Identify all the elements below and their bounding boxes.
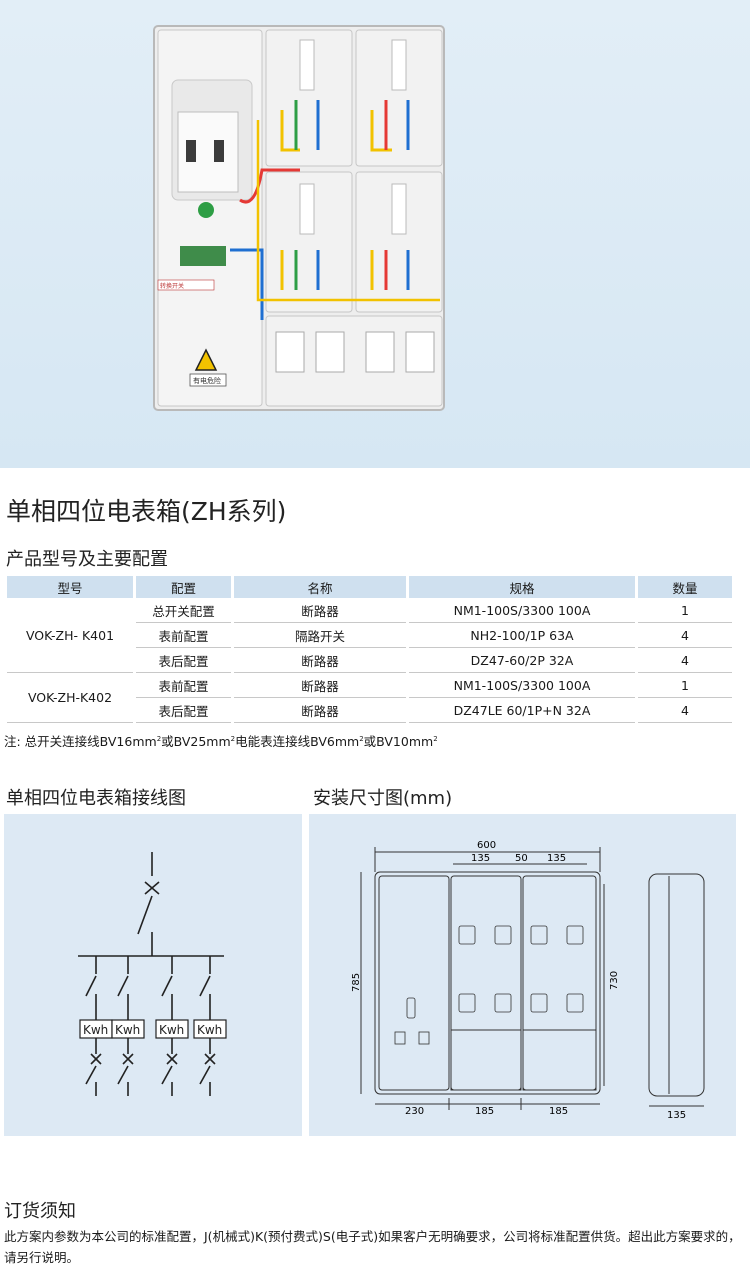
danger-sign: 有电危险 [193, 376, 221, 385]
ordering-text: 此方案内参数为本公司的标准配置，J(机械式)K(预付费式)S(电子式)如果客户无… [4, 1229, 741, 1265]
config-table: 型号 配置 名称 规格 数量 VOK-ZH- K401 总开关配置 断路器 NM… [4, 576, 735, 723]
dimension-drawing: 600 135 50 135 785 730 230 185 185 135 [351, 840, 705, 1121]
config-note: 注: 总开关连接线BV16mm2或BV25mm2电能表连接线BV6mm2或BV1… [4, 734, 438, 749]
qty-cell: 4 [638, 648, 732, 673]
dim-top-b: 135 [547, 853, 566, 864]
header-qty: 数量 [638, 576, 732, 598]
model-cell: VOK-ZH- K401 [7, 598, 133, 673]
config-cell: 总开关配置 [136, 598, 231, 623]
dimension-panel: 600 135 50 135 785 730 230 185 185 135 [309, 814, 736, 1136]
table-row: VOK-ZH- K401 总开关配置 断路器 NM1-100S/3300 100… [7, 598, 732, 673]
table-row: 表后配置 断路器 DZ47LE 60/1P+N 32A 4 [7, 698, 732, 723]
spec-cell: DZ47-60/2P 32A [409, 648, 635, 673]
wiring-panel: Kwh Kwh Kwh Kwh [4, 814, 302, 1136]
header-name: 名称 [234, 576, 406, 598]
dim-top-a: 135 [471, 853, 490, 864]
name-cell: 断路器 [234, 598, 406, 623]
table-row: VOK-ZH-K402 表前配置 断路器 NM1-100S/3300 100A … [7, 673, 732, 723]
meter-box [111, 1019, 145, 1039]
product-photo-background: 转换开关 有电危险 [0, 0, 750, 468]
table-row: 表前配置 隔路开关 NH2-100/1P 63A 4 [7, 623, 732, 648]
qty-cell: 1 [638, 673, 732, 698]
dim-top-gap: 50 [515, 853, 528, 864]
meter-label: Kwh [115, 1023, 140, 1037]
header-config: 配置 [136, 576, 231, 598]
meter-label: Kwh [159, 1023, 184, 1037]
config-cell: 表后配置 [136, 648, 231, 673]
qty-cell: 1 [638, 598, 732, 623]
config-cell: 表前配置 [136, 623, 231, 648]
qty-cell: 4 [638, 623, 732, 648]
name-cell: 断路器 [234, 698, 406, 723]
name-cell: 断路器 [234, 648, 406, 673]
meter-box [193, 1019, 227, 1039]
spec-cell: DZ47LE 60/1P+N 32A [409, 698, 635, 723]
wiring-diagram: Kwh Kwh Kwh Kwh [78, 852, 227, 1096]
wiring-heading: 单相四位电表箱接线图 [6, 788, 186, 809]
meter-label: Kwh [83, 1023, 108, 1037]
name-cell: 断路器 [234, 673, 406, 698]
dim-height-right: 730 [609, 971, 620, 990]
dim-bottom-c: 185 [549, 1106, 568, 1117]
header-spec: 规格 [409, 576, 635, 598]
name-cell: 隔路开关 [234, 623, 406, 648]
dim-depth: 135 [667, 1110, 686, 1121]
ordering-heading: 订货须知 [4, 1201, 76, 1222]
spec-cell: NM1-100S/3300 100A [409, 598, 635, 623]
config-cell: 表前配置 [136, 673, 231, 698]
config-heading: 产品型号及主要配置 [6, 549, 168, 570]
model-cell: VOK-ZH-K402 [7, 673, 133, 723]
meter-box-photo: 转换开关 有电危险 [153, 25, 445, 411]
dim-bottom-b: 185 [475, 1106, 494, 1117]
spec-cell: NM1-100S/3300 100A [409, 673, 635, 698]
table-row: 表后配置 断路器 DZ47-60/2P 32A 4 [7, 648, 732, 673]
spec-cell: NH2-100/1P 63A [409, 623, 635, 648]
page-title: 单相四位电表箱(ZH系列) [6, 497, 287, 526]
config-cell: 表后配置 [136, 698, 231, 723]
dim-height-left: 785 [351, 973, 362, 992]
header-model: 型号 [7, 576, 133, 598]
meter-box [155, 1019, 189, 1039]
dim-total-width: 600 [477, 840, 496, 851]
meter-label: Kwh [197, 1023, 222, 1037]
qty-cell: 4 [638, 698, 732, 723]
dim-bottom-a: 230 [405, 1106, 424, 1117]
dimension-heading: 安装尺寸图(mm) [313, 788, 453, 809]
switch-label: 转换开关 [160, 282, 184, 290]
